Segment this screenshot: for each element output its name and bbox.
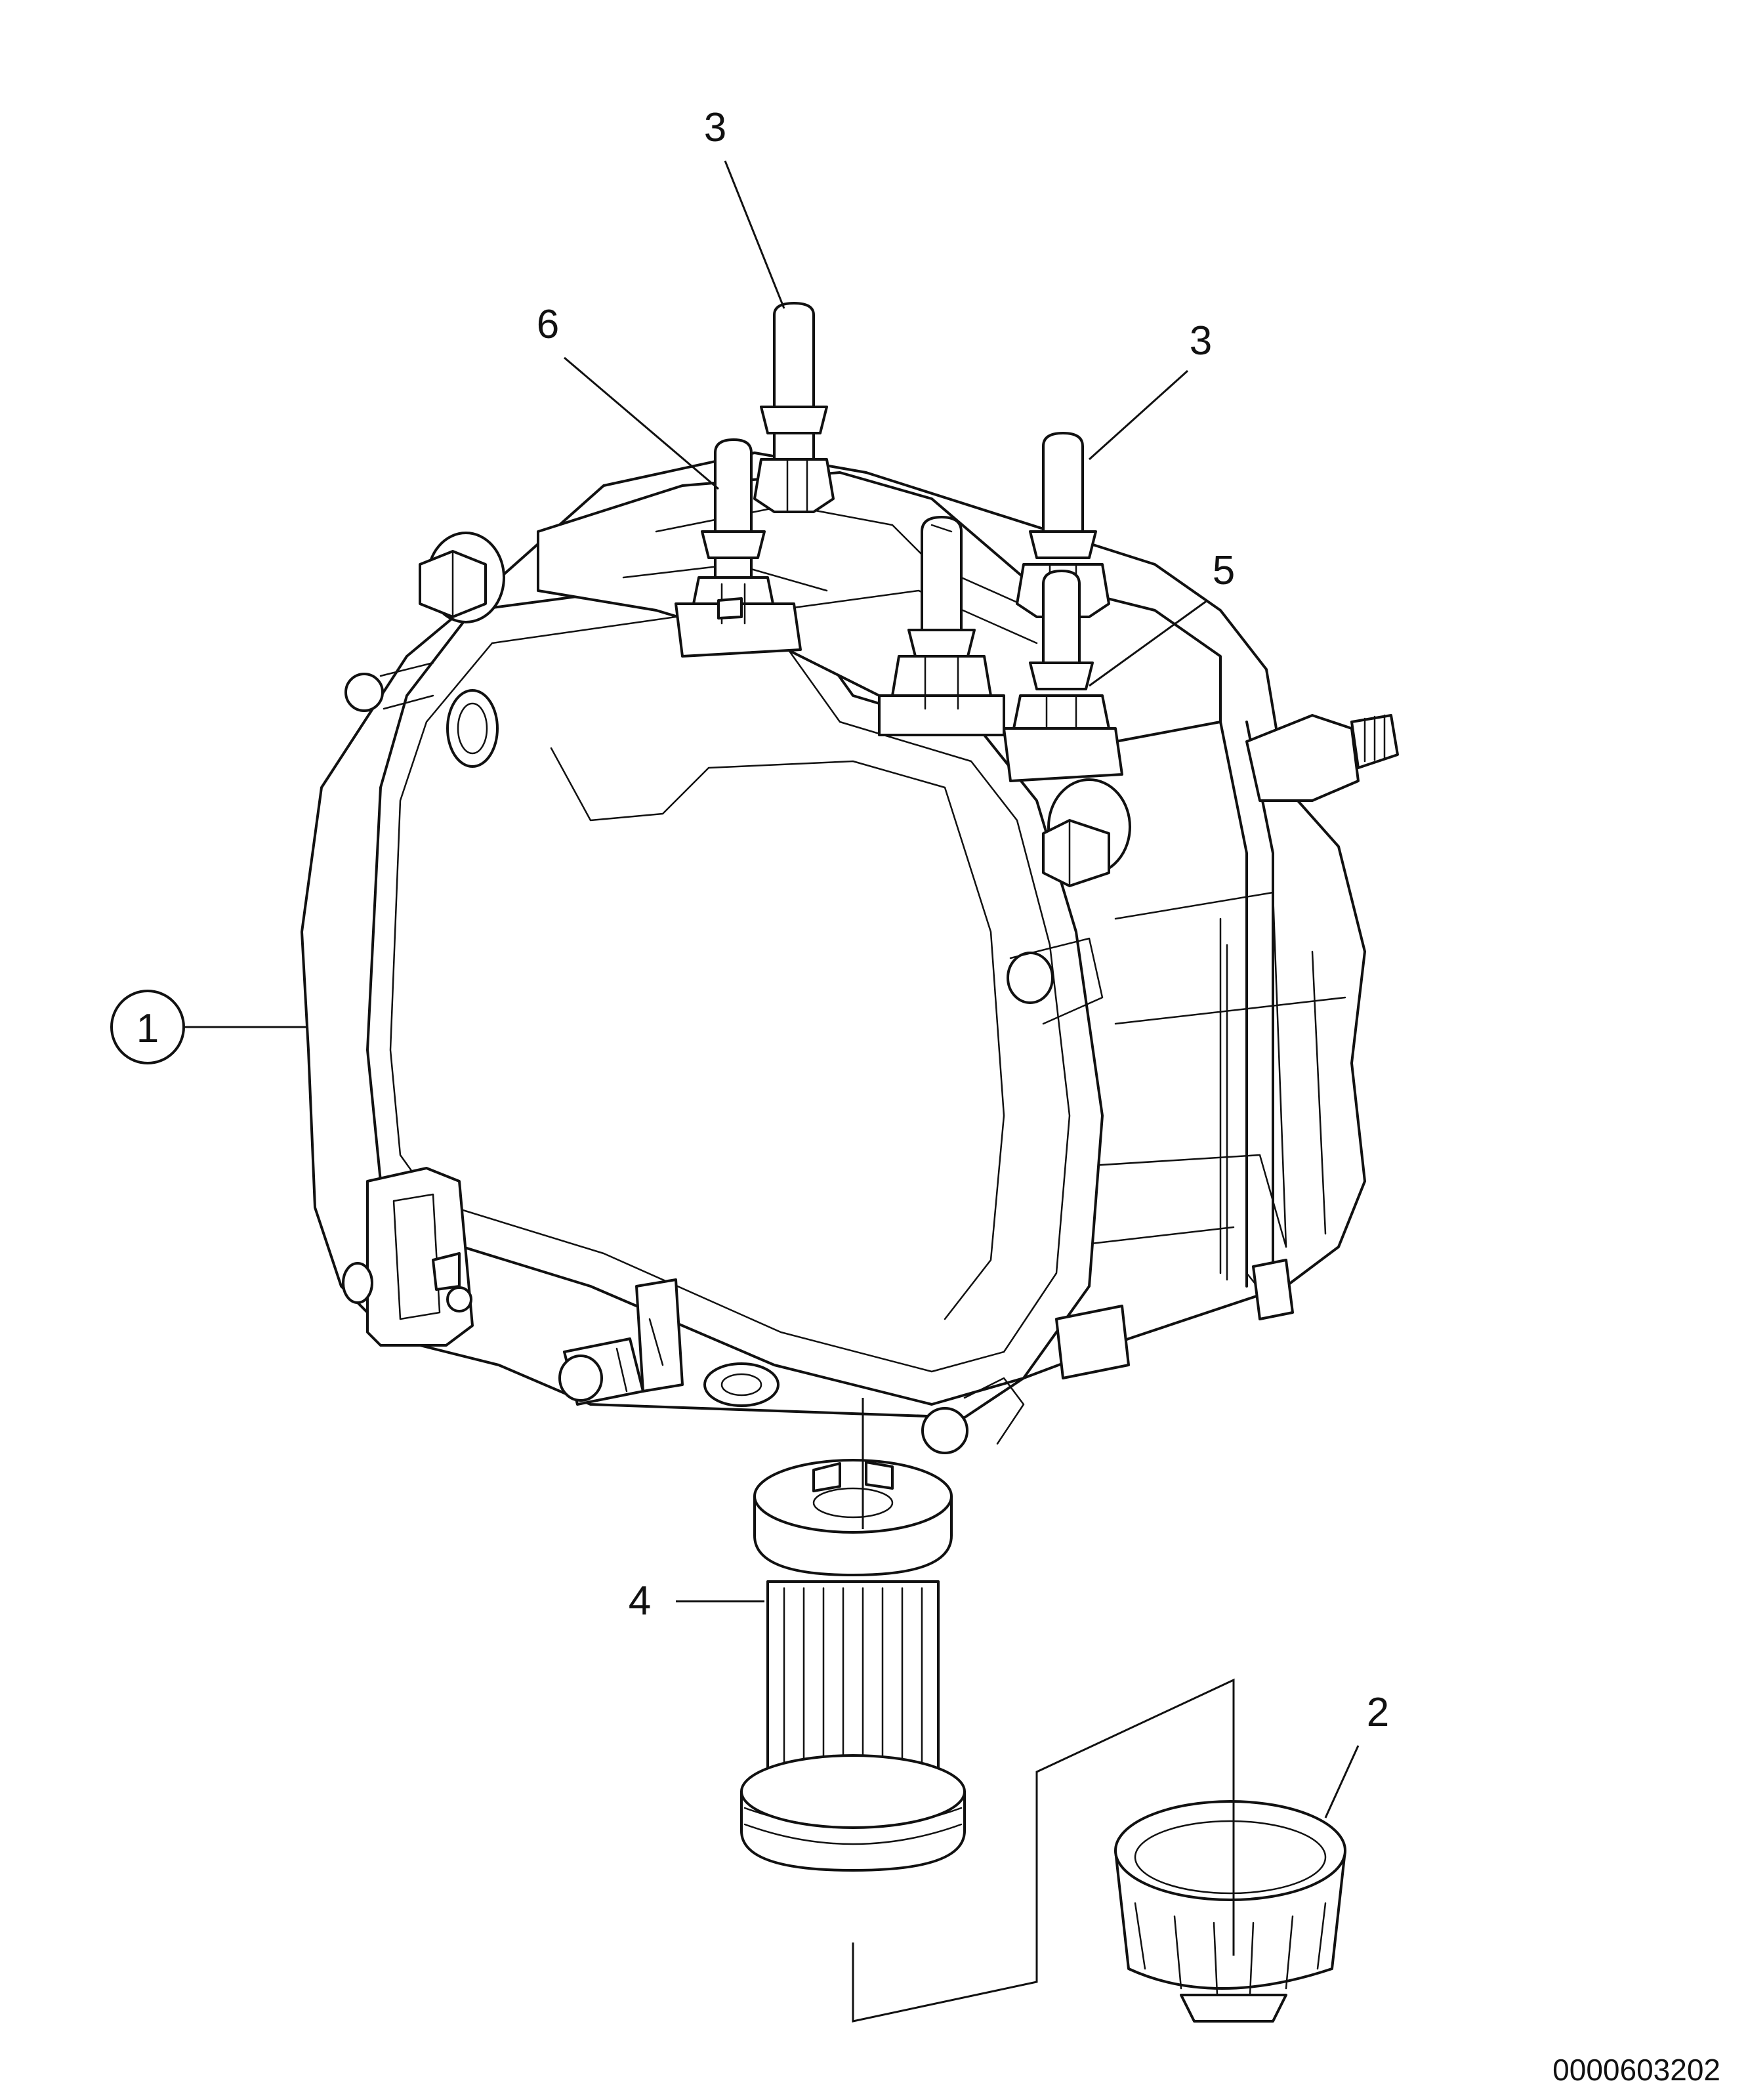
front-cover-rim xyxy=(389,609,1071,1373)
front-cover xyxy=(366,576,1104,1406)
top-fitting-5 xyxy=(1003,570,1123,782)
callout-3a: 3 xyxy=(704,105,785,309)
callout-4-label: 4 xyxy=(629,1578,651,1624)
filter-element xyxy=(740,1459,966,1872)
callout-3a-label: 3 xyxy=(704,105,726,150)
drawing-number: 0000603202 xyxy=(1552,2053,1720,2087)
callout-5-label: 5 xyxy=(1213,548,1235,593)
pump-module-assembly xyxy=(301,452,1399,1454)
top-fitting-3b xyxy=(1016,432,1110,618)
top-fitting-6 xyxy=(675,438,802,658)
callout-3b: 3 xyxy=(1088,318,1212,461)
callout-2: 2 xyxy=(1324,1690,1389,1818)
callout-5: 5 xyxy=(1089,548,1235,687)
callout-6-label: 6 xyxy=(537,302,559,347)
callout-3b-label: 3 xyxy=(1190,318,1212,364)
filter-cap xyxy=(1114,1800,1346,2023)
callout-1: 1 xyxy=(110,990,308,1064)
callout-1-label: 1 xyxy=(136,1006,159,1051)
right-fitting xyxy=(1245,714,1360,802)
top-fitting-3a xyxy=(753,302,835,513)
top-fitting-center xyxy=(878,516,1005,736)
assembly-lines xyxy=(852,1398,1235,2023)
callout-2-label: 2 xyxy=(1367,1690,1389,1735)
callout-6: 6 xyxy=(537,302,719,490)
callout-4: 4 xyxy=(629,1578,764,1624)
